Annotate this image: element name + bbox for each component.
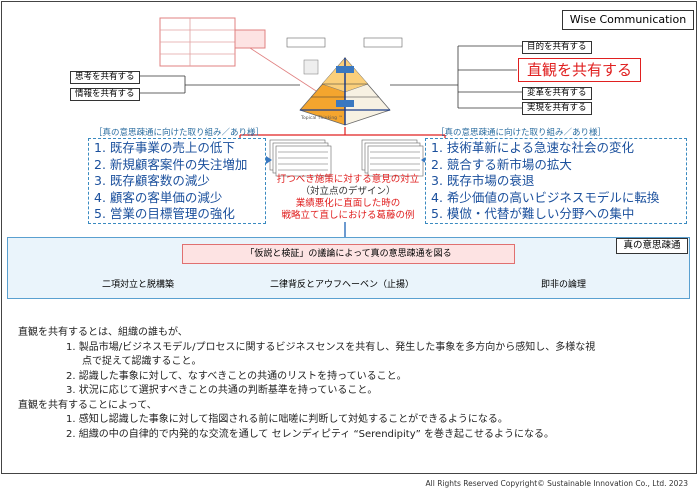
intro2-line: 直観を共有することによって、 bbox=[18, 399, 157, 411]
point-line: 3. 状況に応じて選択すべきことの共通の判断基準を持っていること。 bbox=[66, 385, 378, 396]
point-line: 1. 製品市場/ビジネスモデル/プロセスに関するビジネスセンスを共有し、発生した… bbox=[66, 341, 596, 353]
left-item: 1. 既存事業の売上の低下 bbox=[94, 140, 235, 155]
diagram-caption: Topical Thinking ™ bbox=[301, 116, 343, 121]
body-text: 直観を共有するとは、組織の誰もが、 1. 製品市場/ビジネスモデル/プロセスに関… bbox=[18, 326, 688, 442]
conflict-line1: 業績悪化に直面した時の bbox=[295, 198, 401, 209]
left-issues-box: 1. 既存事業の売上の低下 2. 新規顧客案件の失注増加 3. 既存顧客数の減少… bbox=[88, 138, 266, 224]
share-change-label: 変革を共有する bbox=[522, 87, 592, 100]
left-section-heading: ［真の意思疎通に向けた取り組み／あり様］ bbox=[94, 128, 265, 138]
point-line: 点で捉えて認識すること。 bbox=[82, 356, 202, 367]
share-intuition-label: 直観を共有する bbox=[518, 58, 642, 82]
dichotomy-label: 二項対立と脱構築 bbox=[102, 280, 175, 290]
right-section-heading: ［真の意思疎通に向けた取り組み／あり様］ bbox=[436, 128, 607, 138]
left-item: 3. 既存顧客数の減少 bbox=[94, 173, 210, 188]
share-reality-label: 実現を共有する bbox=[522, 102, 592, 115]
share-information-label: 情報を共有する bbox=[70, 88, 140, 101]
right-item: 1. 技術革新による急速な社会の変化 bbox=[431, 140, 635, 155]
opposition-line1: 打つべき施策に対する意見の対立 bbox=[276, 174, 420, 185]
right-item: 2. 競合する新市場の拡大 bbox=[431, 156, 572, 172]
right-item: 4. 希少価値の高いビジネスモデルに転換 bbox=[431, 189, 660, 205]
header-title: Wise Communication bbox=[562, 10, 694, 30]
right-item: 5. 模倣・代替が難しい分野への集中 bbox=[431, 206, 635, 221]
right-item: 3. 既存市場の衰退 bbox=[431, 173, 535, 188]
opposition-line2: （対立点のデザイン） bbox=[300, 186, 396, 197]
document-stack-left bbox=[269, 139, 332, 177]
copyright-footer: All Rights Reserved Copyright© Sustainab… bbox=[425, 479, 688, 488]
left-item: 4. 顧客の客単価の減少 bbox=[94, 189, 223, 205]
conflict-line2: 戦略立て直しにおける葛藤の例 bbox=[281, 210, 415, 221]
left-item: 5. 営業の目標管理の強化 bbox=[94, 206, 235, 221]
slide-frame bbox=[1, 1, 697, 474]
band-label: 真の意思疎通 bbox=[616, 238, 688, 254]
antinomy-label: 二律背反とアウフヘーベン（止揚） bbox=[270, 280, 415, 290]
share-thinking-label: 思考を共有する bbox=[70, 71, 140, 84]
sokuhi-label: 即非の論理 bbox=[541, 280, 587, 290]
result-line: 2. 組織の中の自律的で内発的な交流を通して セレンディピティ “Serendi… bbox=[66, 428, 554, 440]
document-stack-right bbox=[361, 139, 424, 177]
point-line: 2. 認識した事象に対して、なすべきことの共通のリストを持っていること。 bbox=[66, 370, 407, 382]
intro-line: 直観を共有するとは、組織の誰もが、 bbox=[18, 327, 188, 338]
share-purpose-label: 目的を共有する bbox=[522, 41, 592, 54]
hypothesis-banner: 「仮説と検証」の議論によって真の意思疎通を図る bbox=[182, 244, 515, 264]
right-issues-box: 1. 技術革新による急速な社会の変化 2. 競合する新市場の拡大 3. 既存市場… bbox=[425, 138, 687, 224]
pink-callout bbox=[234, 29, 266, 49]
left-item: 2. 新規顧客案件の失注増加 bbox=[94, 156, 248, 172]
result-line: 1. 感知し認識した事象に対して指図される前に咄嗟に判断して対処することができる… bbox=[66, 414, 508, 425]
